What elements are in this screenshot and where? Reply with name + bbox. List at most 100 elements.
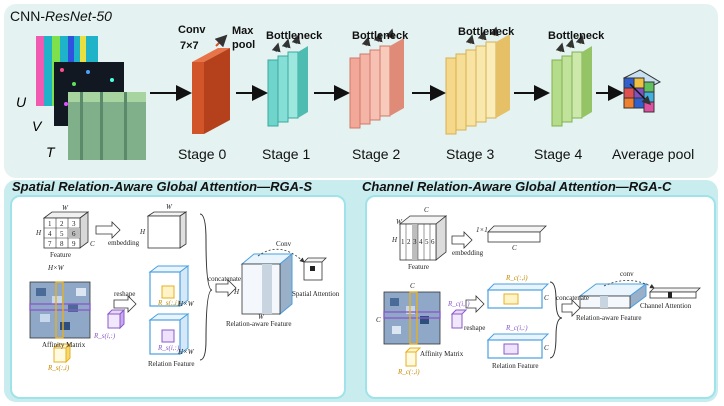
rga-s-grid-6: 6 <box>72 230 76 238</box>
rga-s-raf-w: W <box>258 313 264 321</box>
rga-s-brace <box>199 213 213 361</box>
rga-c-dim-w: W <box>396 218 402 226</box>
rga-c-brace <box>549 281 563 359</box>
rga-s-title: Spatial Relation-Aware Global Attention—… <box>12 179 312 194</box>
rga-s-embed-w: W <box>166 203 172 211</box>
backbone-title: CNN-ResNet-50 <box>10 8 112 24</box>
rga-c-feature-label: Feature <box>408 263 429 271</box>
rga-s-grid-4: 4 <box>48 230 52 238</box>
rga-s-embedding-arrow <box>95 221 121 239</box>
rga-c-relfeat-c-top: C <box>544 294 549 302</box>
input-label-t: T <box>46 144 55 160</box>
rga-s-col-cube <box>52 342 72 364</box>
rga-s-spatial-attention-label: Spatial Attention <box>292 290 340 298</box>
title-model: ResNet-50 <box>45 8 112 24</box>
rga-s-grid-2: 2 <box>60 220 64 228</box>
rga-c-channel-attention-label: Channel Attention <box>640 302 692 310</box>
maxpool-label: Max pool <box>232 25 256 51</box>
rga-s-relation-feature-label: Relation Feature <box>148 360 195 368</box>
rga-c-concatenate-arrow <box>561 299 581 317</box>
rga-s-relfeat-col-label: R_s(i,:) <box>158 344 180 352</box>
rga-s-row-cube <box>106 308 126 330</box>
rga-s-conv-arrow <box>257 248 305 263</box>
rga-s-dim-c: C <box>90 240 95 248</box>
rga-c-ch-1: 1 <box>401 238 405 246</box>
rga-c-col-cube <box>404 347 422 367</box>
rga-s-grid-3: 3 <box>72 220 76 228</box>
rga-c-ch-6: 6 <box>431 238 435 246</box>
rga-c-dim-h: H <box>392 236 398 244</box>
rga-s-conv-label: Conv <box>276 240 292 248</box>
stage-label-3: Stage 3 <box>446 146 495 162</box>
rga-c-row-label: R_c(i,:) <box>448 300 470 308</box>
rga-c-ch-3: 3 <box>413 238 417 246</box>
rga-c-relfeat-col-label: R_c(i,:) <box>506 324 528 332</box>
stage4-block <box>551 34 592 127</box>
rga-s-hw-bottom: H×W <box>178 348 194 356</box>
rga-c-reshape-arrow <box>465 295 485 313</box>
rga-c-1x1-label: 1×1 <box>476 226 488 234</box>
rga-s-relation-aware-label: Relation-aware Feature <box>226 320 292 328</box>
rga-c-embedded-feature <box>487 225 547 243</box>
rga-c-col-label: R_c(:,i) <box>398 368 420 376</box>
rga-c-affinity-c-top: C <box>410 282 415 290</box>
rga-c-relation-feature-col <box>486 333 550 359</box>
rga-c-row-cube <box>450 309 468 329</box>
conv-label: Conv <box>178 24 206 36</box>
stage2-block <box>349 28 404 129</box>
rga-s-dim-h: H <box>36 229 42 237</box>
rga-c-feature-cube <box>398 215 448 261</box>
rga-c-reshape-label: reshape <box>464 324 486 332</box>
rga-c-affinity-c-left: C <box>376 316 381 324</box>
rga-c-conv-arrow <box>603 280 655 289</box>
rga-c-ch-5: 5 <box>425 238 429 246</box>
rga-s-affinity-label: Affinity Matrix <box>42 341 86 349</box>
rga-s-reshape-arrow <box>113 295 137 313</box>
rga-c-conv-label: conv <box>620 270 634 278</box>
rga-c-affinity-label: Affinity Matrix <box>420 350 464 358</box>
rga-c-ch-2: 2 <box>407 238 411 246</box>
rga-c-ch-4: 4 <box>419 238 423 246</box>
rga-c-dim-c-top: C <box>424 206 429 214</box>
rga-s-concatenate-label: concatenate <box>208 275 242 283</box>
conv-size-label: 7×7 <box>180 40 199 52</box>
rga-s-row-label: R_s(i,:) <box>94 332 116 340</box>
rga-c-embedding-arrow <box>451 231 473 249</box>
rga-s-grid-8: 8 <box>60 240 64 248</box>
stage-label-avgpool: Average pool <box>612 146 695 162</box>
rga-s-affinity-hw: H×W <box>48 264 64 272</box>
rga-s-concatenate-arrow <box>215 279 237 297</box>
rga-c-concatenate-label: concatenate <box>556 294 590 302</box>
rga-c-embed-c: C <box>512 244 517 252</box>
rga-s-relation-feature-row <box>148 265 190 307</box>
rga-s-affinity-matrix <box>29 281 91 339</box>
input-image-t <box>68 92 146 160</box>
stage0-block <box>192 34 230 134</box>
input-label-v: V <box>32 118 42 134</box>
rga-c-relation-aware-feature <box>578 283 648 309</box>
rga-c-relation-feature-row <box>486 283 550 309</box>
average-pool-grid <box>622 69 662 113</box>
rga-s-col-label: R_s(:,i) <box>48 364 70 372</box>
rga-c-title: Channel Relation-Aware Global Attention—… <box>362 179 672 194</box>
rga-c-relfeat-c-bottom: C <box>544 344 549 352</box>
rga-s-grid-1: 1 <box>48 220 52 228</box>
rga-s-relation-aware-feature <box>240 252 294 316</box>
rga-c-channel-attention <box>649 287 701 299</box>
stage-label-0: Stage 0 <box>178 146 227 162</box>
rga-s-hw-top: H×W <box>178 300 194 308</box>
rga-s-relfeat-row-label: R_s(:,i) <box>158 299 180 307</box>
rga-s-dim-w: W <box>62 204 68 212</box>
stage3-block <box>445 26 510 135</box>
rga-s-embed-h: H <box>140 228 146 236</box>
rga-s-relation-feature-col <box>148 313 190 355</box>
rga-s-reshape-label: reshape <box>114 290 136 298</box>
rga-s-feature-cube <box>42 211 90 249</box>
stage-label-1: Stage 1 <box>262 146 311 162</box>
rga-s-embedding-label: embedding <box>108 239 140 247</box>
rga-c-relation-feature-label: Relation Feature <box>492 362 539 370</box>
bottleneck-label-3: Bottleneck <box>458 26 515 38</box>
rga-c-affinity-matrix <box>383 291 441 345</box>
input-label-u: U <box>16 94 27 110</box>
